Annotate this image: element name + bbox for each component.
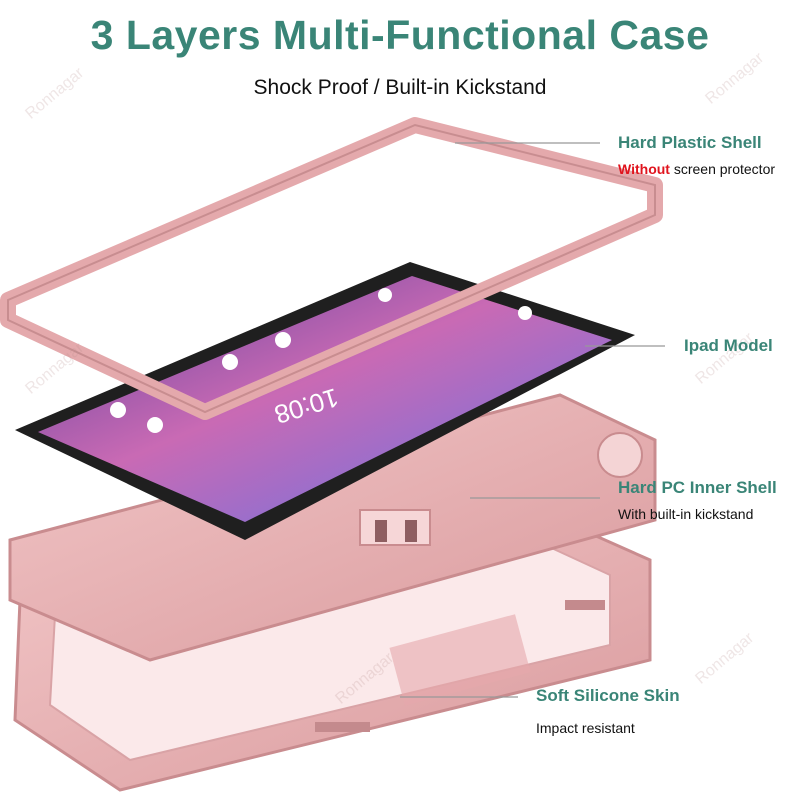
hard-plastic-shell xyxy=(0,117,663,420)
layer-label-soft-silicone-skin: Soft Silicone Skin xyxy=(536,686,680,705)
layer-label-hard-plastic-shell: Hard Plastic Shell xyxy=(618,133,762,152)
layer-label-ipad-model: Ipad Model xyxy=(684,336,773,355)
google-icon xyxy=(222,354,238,370)
layer-note-emphasis: Without xyxy=(618,161,670,177)
hard-pc-inner-shell xyxy=(8,393,657,662)
chrome-icon xyxy=(275,332,291,348)
page-title: 3 Layers Multi-Functional Case xyxy=(90,12,710,58)
layer-note-text: screen protector xyxy=(669,161,776,177)
layer-note-hard-plastic-shell: Without screen protector xyxy=(618,161,775,177)
google-icon xyxy=(378,288,392,302)
google-photos-icon xyxy=(110,402,126,418)
meet-icon xyxy=(147,417,163,433)
tablet-model: 10:08 xyxy=(15,262,635,540)
layer-note-soft-silicone-skin: Impact resistant xyxy=(536,720,635,736)
callout-lines xyxy=(400,142,665,698)
play-store-icon xyxy=(518,306,532,320)
page-subtitle: Shock Proof / Built-in Kickstand xyxy=(253,76,547,99)
layer-label-hard-pc-inner-shell: Hard PC Inner Shell xyxy=(618,478,777,497)
layer-note-hard-pc-inner-shell: With built-in kickstand xyxy=(618,506,754,522)
